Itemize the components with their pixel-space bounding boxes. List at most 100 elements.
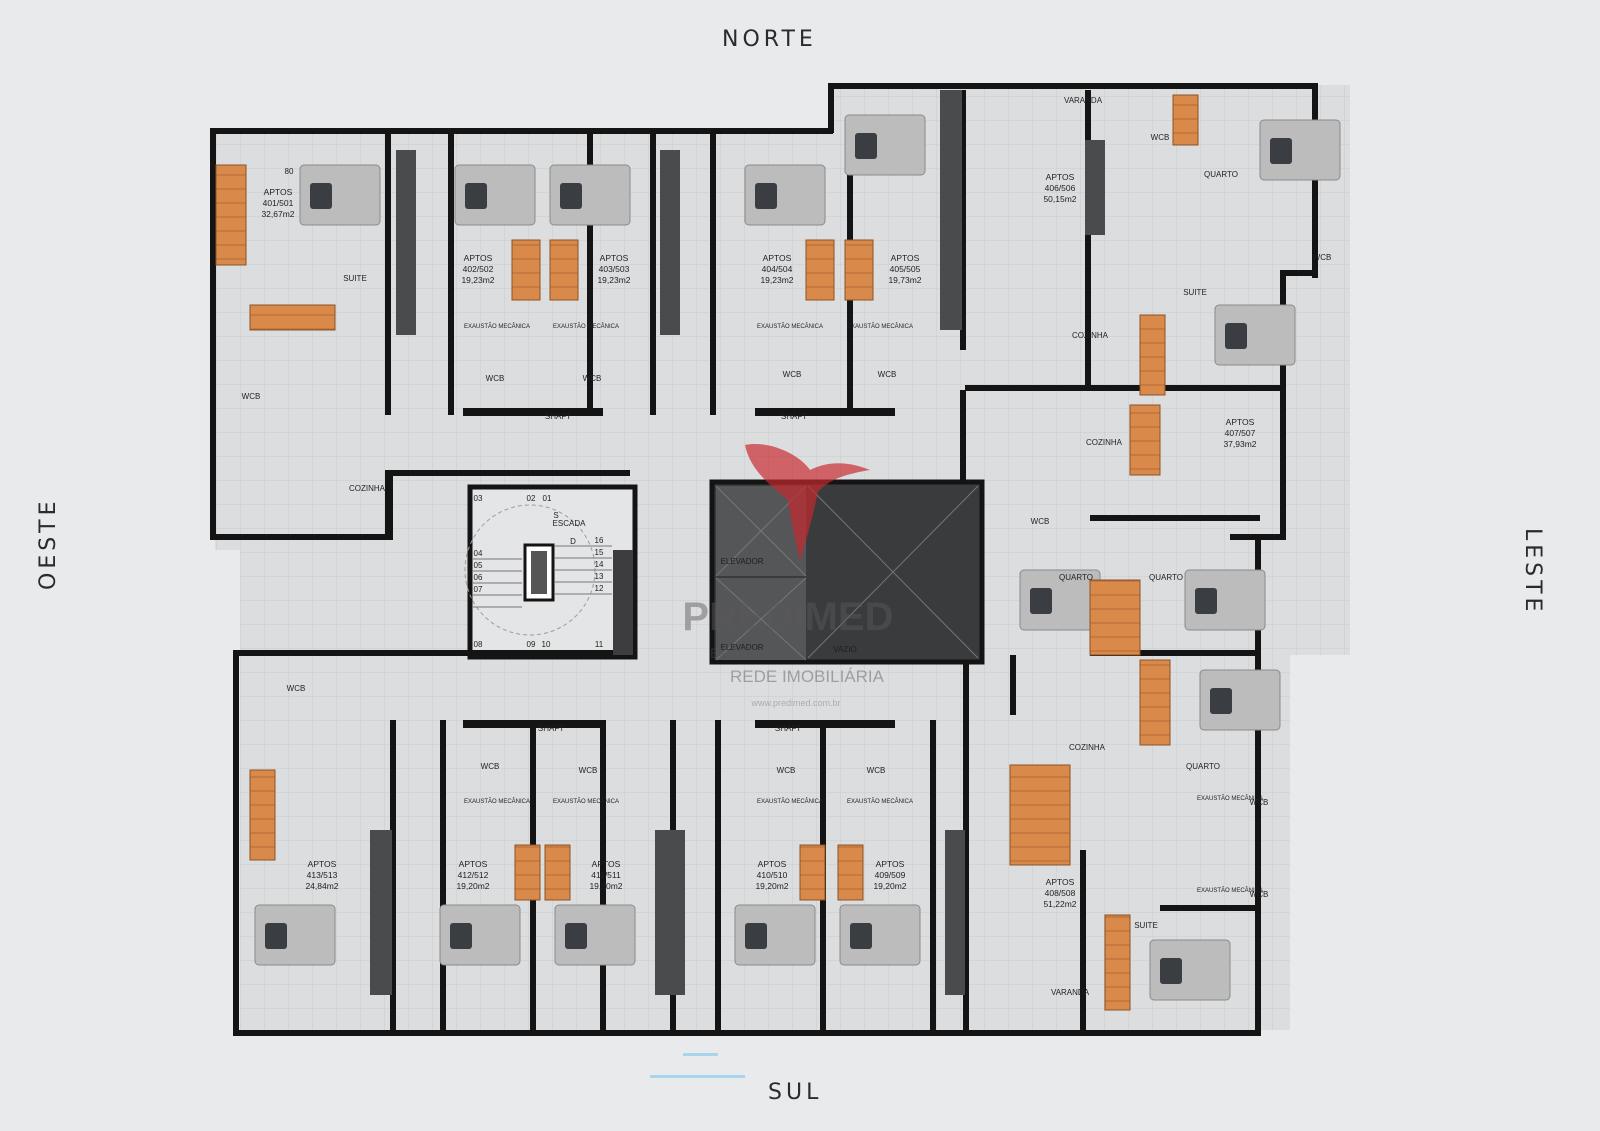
blanket [745, 923, 767, 949]
bed [844, 114, 926, 176]
blanket [265, 923, 287, 949]
room-labels: SUITE COZINHA WCB WCB WCB WCB WCB SHAFT SHAFT COZ… [242, 96, 1332, 997]
wood-panel [805, 239, 835, 301]
hummingbird-logo [745, 444, 870, 560]
watermark-tagline: REDE IMOBILIÁRIA [730, 667, 885, 686]
bed [554, 904, 636, 966]
room-label-shaft: SHAFT [545, 412, 571, 421]
wall-segment [650, 130, 656, 415]
wall-segment [1160, 905, 1260, 911]
wall-segment [448, 130, 454, 415]
wood-panel [511, 239, 541, 301]
blanket [1030, 588, 1052, 614]
room-label-wcb: WCB [777, 766, 796, 775]
room-label-suite: SUITE [1134, 921, 1158, 930]
wood-panel [249, 769, 276, 861]
wood-panel [1089, 579, 1141, 656]
unit-number-405-505: 405/505 [890, 264, 921, 274]
wall-segment [960, 90, 966, 350]
wood-panel [514, 844, 541, 901]
room-label-wcb: WCB [287, 684, 306, 693]
unit-area-413-513: 24,84m2 [305, 881, 338, 891]
entrance-mark [650, 1053, 745, 1078]
blanket [755, 183, 777, 209]
unit-code-413-513: APTOS [308, 859, 337, 869]
watermark-url: www.predimed.com.br [750, 698, 840, 708]
unit-number-407-507: 407/507 [1225, 428, 1256, 438]
stair-step-05: 05 [474, 561, 483, 570]
blanket [465, 183, 487, 209]
wall-segment [960, 390, 966, 535]
bed [1214, 304, 1296, 366]
stair-step-13: 13 [595, 572, 604, 581]
room-label-exaustao: EXAUSTÃO MECÂNICA [847, 798, 913, 805]
unit-number-411-511: 411/511 [591, 870, 621, 880]
stair-step-09: 09 [527, 640, 536, 649]
wall-segment [1010, 655, 1016, 715]
wall-segment [965, 385, 1285, 391]
blanket [1210, 688, 1232, 714]
unit-code-402-502: APTOS [464, 253, 493, 263]
room-label-wcb: WCB [867, 766, 886, 775]
stair-step-10: 10 [542, 640, 551, 649]
room-label-suite: SUITE [343, 274, 367, 283]
wall-segment [233, 650, 239, 1036]
stair-step-12: 12 [595, 584, 604, 593]
blanket [1270, 138, 1292, 164]
unit-area-401-501: 32,67m2 [261, 209, 294, 219]
room-label-quarto: QUARTO [1204, 170, 1238, 179]
room-label-exaustao: EXAUSTÃO MECÂNICA [1197, 795, 1263, 802]
wall-segment [963, 650, 969, 1035]
unit-code-412-512: APTOS [459, 859, 488, 869]
room-label-wcb: WCB [486, 374, 505, 383]
wood-panel [1139, 659, 1171, 746]
unit-number-409-509: 409/509 [875, 870, 906, 880]
wood-panel [1104, 914, 1131, 1011]
bed [439, 904, 521, 966]
cabinet [660, 150, 680, 335]
room-label-cozinha: COZINHA [1072, 331, 1109, 340]
stair-step-03: 03 [474, 494, 483, 503]
room-label-quarto: QUARTO [1059, 573, 1093, 582]
dining-table [1009, 764, 1071, 866]
unit-code-401-501: APTOS [264, 187, 293, 197]
blanket [1195, 588, 1217, 614]
unit-number-413-513: 413/513 [307, 870, 338, 880]
wall-segment [755, 408, 895, 416]
room-label-wcb: WCB [481, 762, 500, 771]
unit-code-408-508: APTOS [1046, 877, 1075, 887]
blanket [310, 183, 332, 209]
wall-segment [210, 534, 390, 540]
wall-segment [963, 1030, 1261, 1036]
blanket [1160, 958, 1182, 984]
room-label-shaft: SHAFT [538, 724, 564, 733]
label-escada: ESCADA [553, 519, 587, 528]
unit-area-407-507: 37,93m2 [1223, 439, 1256, 449]
watermark-sub: BRASIL [710, 645, 760, 661]
wood-panel [837, 844, 864, 901]
unit-area-411-511: 19,20m2 [589, 881, 622, 891]
wall-segment [710, 130, 716, 415]
wall-segment [385, 130, 391, 415]
unit-code-410-510: APTOS [758, 859, 787, 869]
bed [549, 164, 631, 226]
wall-segment [385, 470, 393, 540]
unit-number-401-501: 401/501 [263, 198, 294, 208]
stair-down: D [570, 537, 576, 546]
unit-area-402-502: 19,23m2 [461, 275, 494, 285]
unit-area-404-504: 19,23m2 [760, 275, 793, 285]
unit-labels: APTOS401/50132,67m2APTOS402/50219,23m2AP… [261, 172, 1256, 909]
room-label-wcb: WCB [242, 392, 261, 401]
unit-area-409-509: 19,20m2 [873, 881, 906, 891]
room-label-cozinha: COZINHA [1069, 743, 1106, 752]
stair-step-14: 14 [595, 560, 604, 569]
room-label-dim80: 80 [285, 167, 294, 176]
wall-segment [1280, 270, 1286, 540]
wood-panel [844, 239, 874, 301]
bed [1259, 119, 1341, 181]
unit-area-403-503: 19,23m2 [597, 275, 630, 285]
room-label-varanda: VARANDA [1051, 988, 1090, 997]
wall-segment [1090, 650, 1260, 656]
label-vazio: VAZIO [833, 645, 856, 654]
